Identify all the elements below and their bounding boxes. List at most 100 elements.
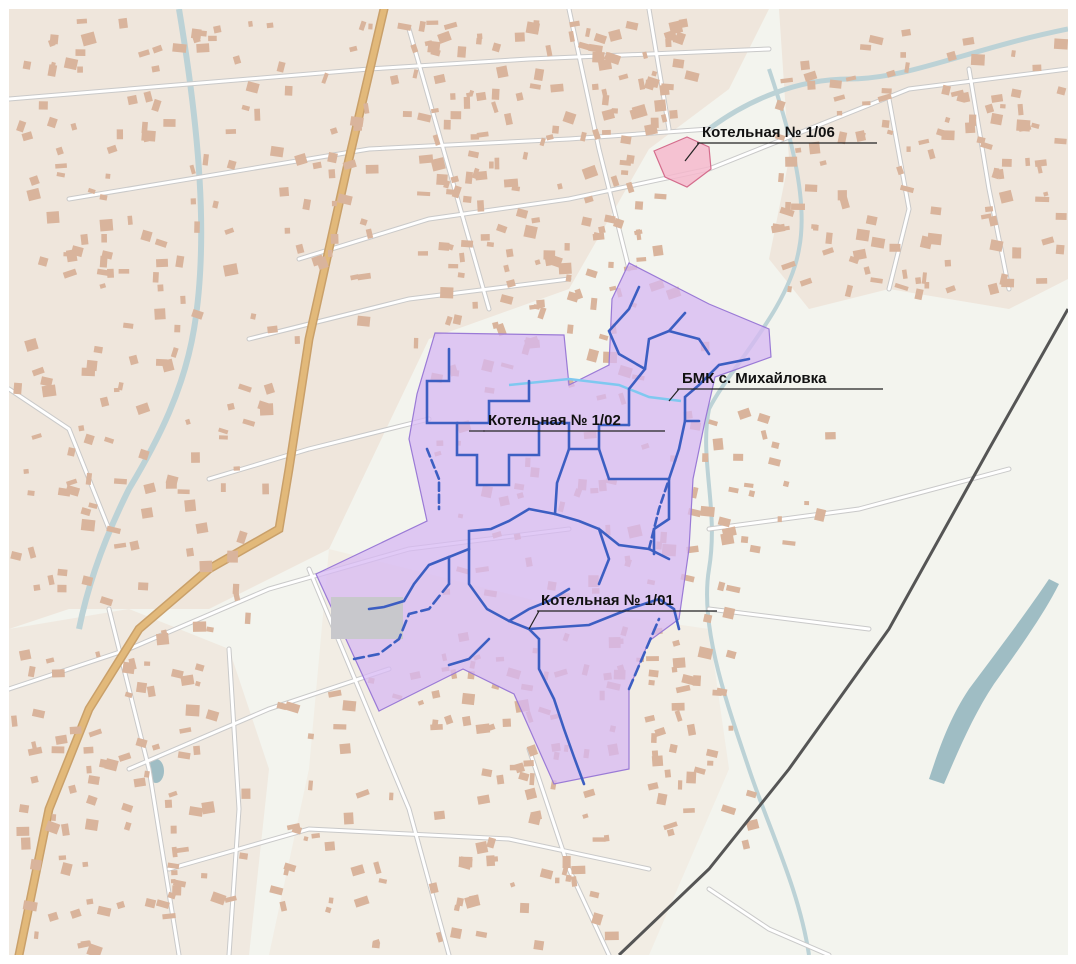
building (241, 104, 251, 112)
heat-zone-boiler-1-02[interactable] (315, 262, 772, 785)
building (18, 804, 30, 814)
building (353, 895, 370, 908)
building (294, 153, 308, 166)
label-text: БМК с. Михайловка (682, 370, 827, 387)
lake (929, 579, 1059, 784)
building (672, 58, 685, 69)
building (55, 163, 67, 169)
building (562, 111, 577, 125)
building (868, 34, 884, 46)
building (174, 324, 181, 333)
building (785, 156, 798, 167)
building (170, 825, 177, 834)
building (103, 436, 115, 444)
building (477, 200, 485, 212)
building (1010, 50, 1016, 58)
building (61, 823, 70, 837)
building (468, 894, 481, 907)
building (570, 876, 578, 887)
building (51, 669, 65, 678)
building (592, 51, 605, 63)
building (276, 61, 286, 73)
building (502, 718, 512, 727)
building (451, 185, 462, 199)
building (491, 101, 499, 114)
building (743, 482, 754, 488)
building (526, 744, 539, 757)
map-canvas[interactable]: Котельная № 1/06 БМК с. Михайловка Котел… (9, 9, 1068, 955)
building (475, 37, 482, 45)
building (568, 30, 575, 43)
building (106, 525, 121, 535)
building (564, 243, 570, 251)
building (477, 794, 491, 805)
building (707, 760, 714, 766)
building (481, 768, 493, 778)
building (283, 862, 297, 873)
building (99, 194, 108, 201)
building (413, 337, 419, 349)
building (84, 818, 99, 831)
building (286, 822, 301, 831)
building (638, 78, 646, 91)
building (894, 282, 909, 292)
bmk-pipe (508, 377, 682, 403)
building (76, 18, 88, 24)
building (69, 726, 82, 735)
building (625, 20, 639, 31)
building (99, 283, 107, 289)
building (800, 60, 810, 71)
building (705, 748, 719, 759)
building (331, 200, 337, 207)
building (164, 799, 173, 808)
building (602, 129, 611, 135)
building (57, 487, 71, 497)
building (105, 173, 111, 179)
building (339, 743, 351, 755)
building (914, 288, 924, 301)
building (787, 285, 793, 293)
building (654, 99, 667, 112)
building (491, 42, 502, 53)
building (20, 837, 31, 850)
building (342, 159, 357, 171)
building (558, 262, 572, 275)
building (980, 213, 992, 220)
building (199, 560, 213, 573)
building (745, 818, 760, 831)
building (143, 90, 153, 103)
building (782, 225, 790, 231)
building (412, 69, 419, 79)
building (941, 84, 951, 96)
building (836, 110, 843, 116)
building (562, 856, 571, 869)
building (208, 35, 217, 42)
building (13, 382, 23, 395)
building (104, 758, 119, 772)
building (244, 612, 251, 625)
building (155, 899, 170, 909)
building (80, 31, 97, 47)
building (38, 101, 48, 110)
building (941, 130, 955, 141)
building (116, 900, 126, 910)
building (465, 171, 473, 185)
building (151, 743, 161, 751)
building (634, 229, 643, 236)
building (80, 233, 89, 246)
building (1056, 86, 1067, 96)
building (877, 93, 892, 103)
building (191, 452, 200, 463)
building (466, 92, 473, 98)
building (668, 743, 678, 754)
building (924, 282, 930, 289)
building (918, 138, 930, 146)
building (1012, 247, 1022, 259)
building (58, 855, 67, 861)
building (774, 133, 786, 142)
building (674, 31, 687, 46)
heat-zone-boiler-1-06[interactable] (653, 136, 712, 188)
building (771, 441, 780, 449)
building (311, 254, 325, 267)
building (728, 725, 734, 731)
